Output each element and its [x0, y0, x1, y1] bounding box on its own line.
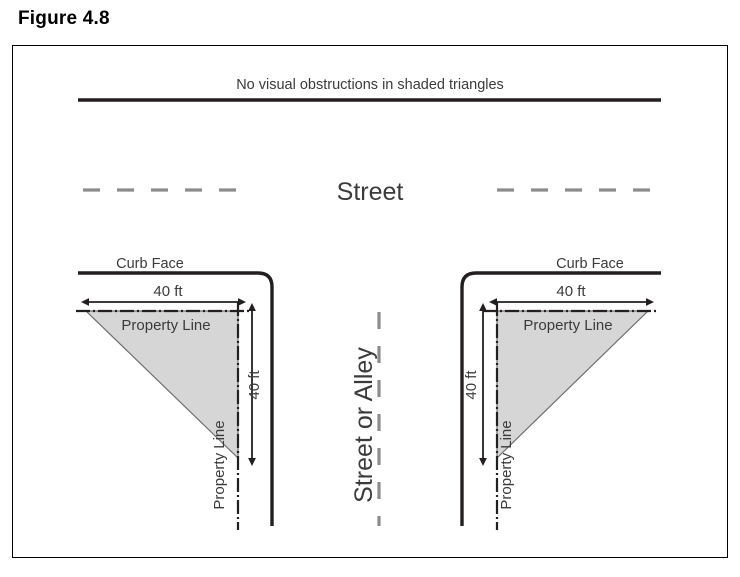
left-property-line-side-label: Property Line [211, 420, 228, 509]
left-width-dimension-label: 40 ft [153, 283, 183, 300]
right-property-line-top-label-text: Property Line [523, 317, 612, 334]
obstruction-note: No visual obstructions in shaded triangl… [236, 77, 504, 93]
left-curb-face-line [78, 271, 274, 526]
street-or-alley-label: Street or Alley [350, 347, 378, 503]
right-curb-face-label: Curb Face [556, 256, 624, 272]
left-property-line-top-label-text: Property Line [121, 317, 210, 334]
left-property-line-top-label: Property Line [121, 317, 210, 334]
left-property-line-side-label-text: Property Line [211, 420, 228, 509]
street-label-text: Street [337, 178, 404, 206]
left-height-dimension-text: 40 ft [246, 370, 263, 400]
street-or-alley-label-text: Street or Alley [350, 347, 378, 503]
left-height-dimension-label: 40 ft [246, 370, 263, 400]
right-curb-face-label-text: Curb Face [556, 256, 624, 272]
left-sight-triangle [84, 310, 239, 460]
right-width-dimension-text: 40 ft [556, 283, 586, 300]
right-property-line-top-label: Property Line [523, 317, 612, 334]
left-curb-face-label: Curb Face [116, 256, 184, 272]
right-width-dimension-label: 40 ft [556, 283, 586, 300]
obstruction-note-text: No visual obstructions in shaded triangl… [236, 77, 504, 93]
page-title: Figure 4.8 [18, 8, 110, 29]
right-property-line-side-label: Property Line [498, 420, 515, 509]
street-label: Street [337, 178, 404, 206]
right-property-line-side-label-text: Property Line [498, 420, 515, 509]
right-curb-face-line [460, 271, 661, 526]
right-height-dimension-label: 40 ft [463, 370, 480, 400]
left-width-dimension-text: 40 ft [153, 283, 183, 300]
left-curb-face-label-text: Curb Face [116, 256, 184, 272]
right-height-dimension-text: 40 ft [463, 370, 480, 400]
